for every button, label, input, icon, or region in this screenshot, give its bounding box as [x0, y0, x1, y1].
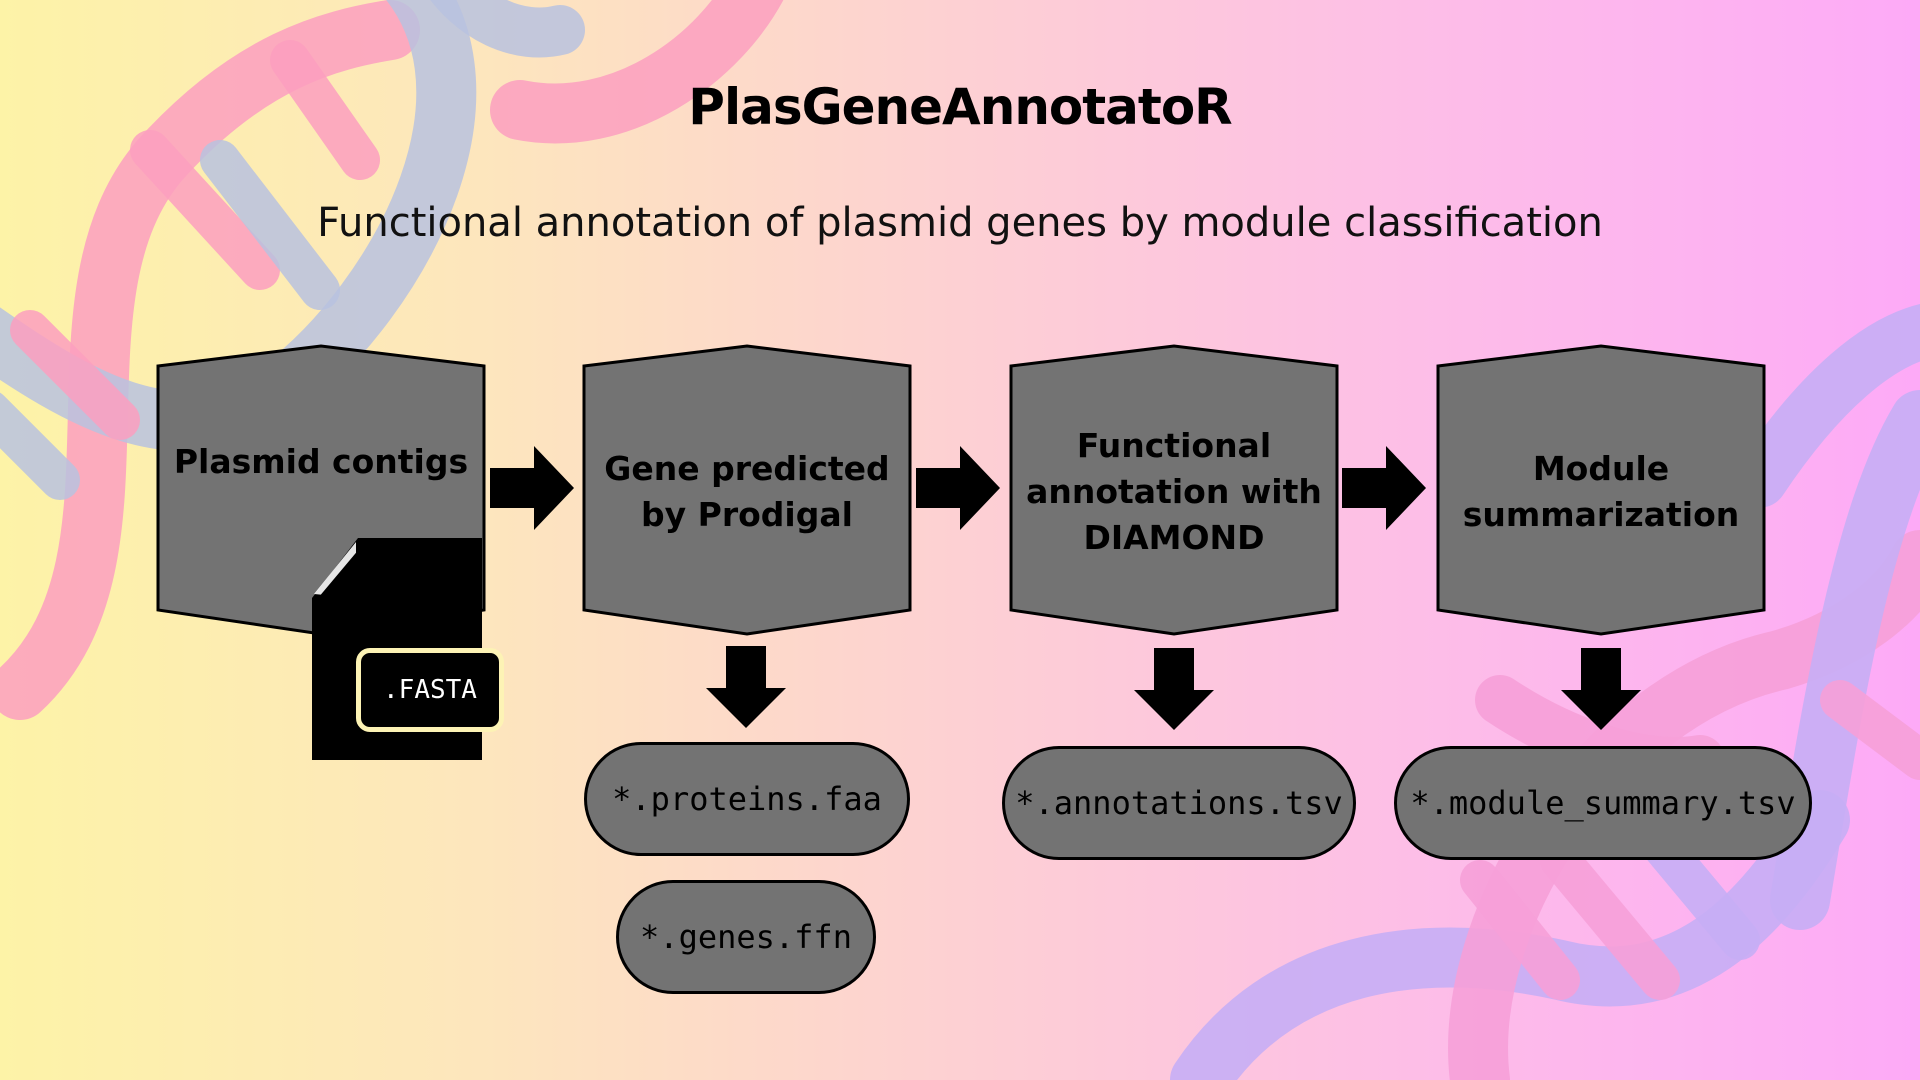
diagram-title: PlasGeneAnnotatoR — [688, 78, 1232, 136]
step-shape — [1436, 344, 1766, 636]
step-label: Functional annotation with DIAMOND — [1026, 426, 1322, 557]
output-file-annotations: *.annotations.tsv — [1002, 746, 1356, 860]
arrow-down-icon — [706, 646, 786, 728]
arrow-right-icon — [490, 446, 574, 530]
diagram-subtitle: Functional annotation of plasmid genes b… — [317, 200, 1603, 246]
step-label: Plasmid contigs — [173, 442, 469, 481]
step-label: Module summarization — [1462, 449, 1740, 534]
output-file-proteins: *.proteins.faa — [584, 742, 910, 856]
output-file-module-summary: *.module_summary.tsv — [1394, 746, 1812, 860]
fasta-file-tag: .FASTA — [356, 648, 504, 732]
arrow-right-icon — [1342, 446, 1426, 530]
arrow-down-icon — [1134, 648, 1214, 730]
step-label: Gene predicted by Prodigal — [604, 449, 890, 534]
step-functional-annotation: Functional annotation with DIAMOND — [1009, 344, 1339, 640]
step-shape — [1009, 344, 1339, 636]
step-module-summarization: Module summarization — [1436, 344, 1766, 640]
step-shape — [582, 344, 912, 636]
step-gene-prediction: Gene predicted by Prodigal — [582, 344, 912, 640]
arrow-right-icon — [916, 446, 1000, 530]
output-file-genes: *.genes.ffn — [616, 880, 876, 994]
arrow-down-icon — [1561, 648, 1641, 730]
